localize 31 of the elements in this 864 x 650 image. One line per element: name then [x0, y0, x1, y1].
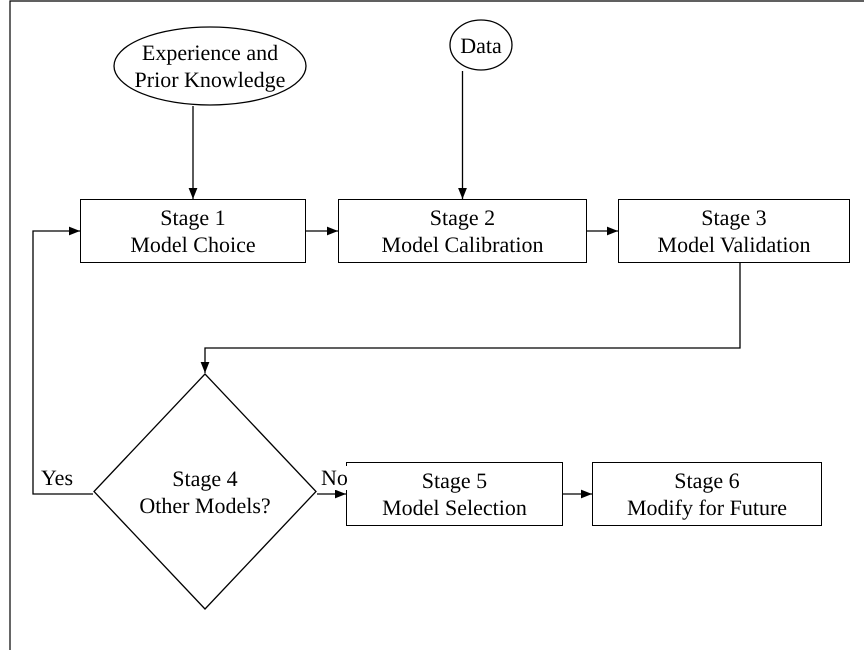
process-box — [80, 199, 306, 263]
edge-label: No — [320, 466, 349, 490]
node-text: Stage 6 — [674, 467, 740, 494]
arrow — [458, 71, 467, 199]
ellipse-node — [113, 26, 307, 106]
process-box — [346, 462, 563, 526]
arrow — [563, 490, 592, 498]
arrow — [306, 226, 338, 236]
node-text: Model Validation — [658, 231, 810, 258]
decision-diamond — [93, 373, 317, 610]
node-text: Stage 5 — [422, 467, 488, 494]
node-text: Other Models? — [139, 492, 271, 518]
arrow — [317, 490, 346, 498]
node-text: Stage 4 — [172, 464, 238, 492]
arrow — [32, 226, 93, 495]
arrow — [587, 226, 618, 236]
node-text: Modify for Future — [626, 494, 788, 521]
node-text: Model Choice — [130, 231, 256, 258]
arrow — [188, 106, 198, 199]
node-text: Stage 3 — [701, 204, 767, 231]
process-box — [592, 462, 822, 526]
node-text: Stage 2 — [430, 204, 496, 231]
process-box — [618, 199, 850, 263]
node-text: Experience and Prior Knowledge — [134, 39, 286, 93]
node-text: Model Selection — [382, 494, 527, 521]
node-text: Model Calibration — [382, 231, 544, 258]
arrow — [200, 263, 741, 373]
node-text: Stage 1 — [160, 204, 226, 231]
ellipse-node — [449, 19, 513, 71]
node-text: Data — [460, 32, 502, 58]
process-box — [338, 199, 587, 263]
